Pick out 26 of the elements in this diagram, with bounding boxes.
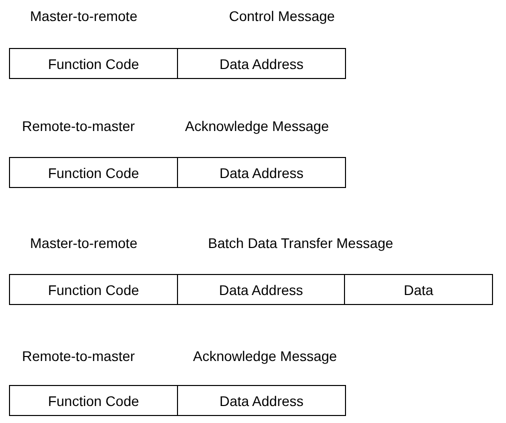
direction-label: Master-to-remote bbox=[30, 8, 138, 24]
field-name: Function Code bbox=[48, 56, 140, 72]
message-title: Acknowledge Message bbox=[185, 118, 329, 134]
field-cell bbox=[9, 48, 178, 79]
field-name: Function Code bbox=[48, 282, 140, 298]
field-cell bbox=[9, 157, 178, 188]
field-cell bbox=[9, 385, 178, 416]
field-name: Data Address bbox=[219, 56, 304, 72]
field-name: Data Address bbox=[219, 392, 304, 408]
field-cell bbox=[177, 385, 346, 416]
field-cell bbox=[177, 48, 346, 79]
field-name: Function Code bbox=[48, 392, 140, 408]
direction-label: Master-to-remote bbox=[30, 235, 138, 251]
field-name: Data Address bbox=[219, 164, 304, 180]
field-cell bbox=[9, 274, 178, 305]
direction-label: Remote-to-master bbox=[22, 348, 135, 364]
field-cell bbox=[344, 274, 493, 305]
field-name: Function Code bbox=[48, 164, 140, 180]
direction-label: Remote-to-master bbox=[22, 118, 135, 134]
field-name: Data Address bbox=[218, 282, 304, 298]
message-title: Acknowledge Message bbox=[193, 348, 337, 364]
field-name: Data bbox=[404, 282, 434, 298]
message-title: Control Message bbox=[229, 8, 335, 24]
field-cell bbox=[177, 274, 345, 305]
field-cell bbox=[177, 157, 346, 188]
message-title: Batch Data Transfer Message bbox=[208, 235, 394, 251]
